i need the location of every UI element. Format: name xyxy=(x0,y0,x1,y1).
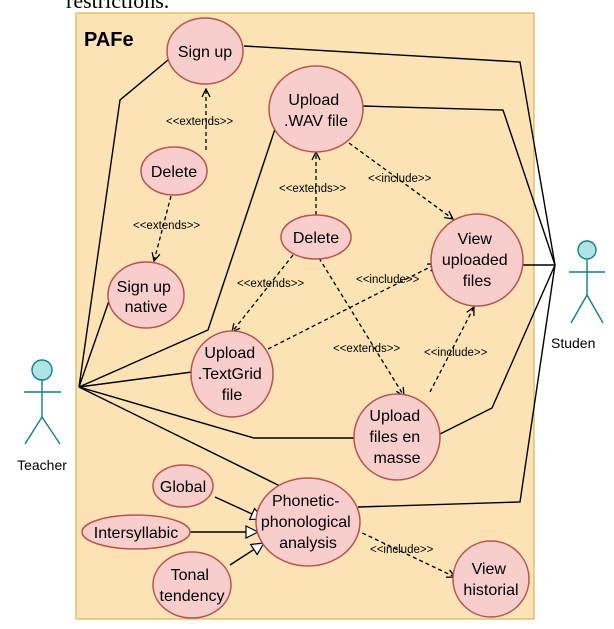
use-case-view-historial[interactable]: View historial xyxy=(452,540,530,618)
dep-upload-masse-to-view-uploaded xyxy=(429,307,474,393)
use-case-intersyllabic[interactable]: Intersyllabic xyxy=(81,514,191,550)
generalization-arrows xyxy=(190,496,264,566)
use-case-global[interactable]: Global xyxy=(152,464,214,508)
use-case-phonetic[interactable]: Phonetic- phonological analysis xyxy=(255,477,361,567)
use-case-upload-textgrid-label: Upload .TextGrid file xyxy=(198,345,266,404)
assoc-teacher-sign-up-native xyxy=(78,297,111,388)
use-cases[interactable]: Sign up Delete Sign up native Upload .WA… xyxy=(81,17,530,619)
actor-teacher-label: Teacher xyxy=(17,457,67,473)
use-case-sign-up-native[interactable]: Sign up native xyxy=(107,261,185,329)
use-case-tonal[interactable]: Tonal tendency xyxy=(152,551,232,619)
use-case-upload-wav[interactable]: Upload .WAV file xyxy=(268,65,364,153)
use-case-tonal-label: Tonal tendency xyxy=(160,567,225,605)
use-case-delete-user-label: Delete xyxy=(151,164,197,181)
use-case-sign-up-label: Sign up xyxy=(178,44,232,61)
label-extends-sign-up: <<extends>> xyxy=(166,116,233,128)
dep-delete-file-to-upload-masse xyxy=(318,257,404,396)
use-case-view-uploaded[interactable]: View uploaded files xyxy=(430,213,524,307)
use-case-global-label: Global xyxy=(160,479,206,496)
assoc-teacher-upload-textgrid xyxy=(78,371,193,388)
actor-student[interactable]: Studen xyxy=(551,240,605,351)
assoc-student-upload-wav xyxy=(361,105,556,266)
dep-phonetic-to-view-historial xyxy=(355,529,455,577)
use-case-sign-up[interactable]: Sign up xyxy=(166,17,244,85)
use-case-delete-file-label: Delete xyxy=(293,230,339,247)
assoc-student-upload-masse xyxy=(439,264,556,435)
label-include-view-uploaded-2: <<include>> xyxy=(356,274,420,286)
use-case-upload-textgrid[interactable]: Upload .TextGrid file xyxy=(190,330,274,418)
dep-delete-file-to-upload-textgrid xyxy=(232,254,294,332)
use-case-intersyllabic-label: Intersyllabic xyxy=(94,525,178,542)
actor-student-label: Studen xyxy=(551,335,595,351)
label-include-view-uploaded-1: <<include>> xyxy=(368,173,432,185)
actor-teacher[interactable]: Teacher xyxy=(17,359,67,473)
use-case-phonetic-label: Phonetic- phonological analysis xyxy=(261,493,355,552)
use-case-upload-wav-label: Upload .WAV file xyxy=(284,92,348,130)
label-include-view-uploaded-3: <<include>> xyxy=(424,347,488,359)
use-case-sign-up-native-label: Sign up native xyxy=(117,279,176,316)
association-lines xyxy=(78,45,556,508)
dep-upload-textgrid-to-view-uploaded xyxy=(267,264,436,350)
label-extends-upload-masse: <<extends>> xyxy=(333,343,400,355)
use-case-upload-masse[interactable]: Upload files en masse xyxy=(353,393,441,481)
assoc-teacher-upload-masse xyxy=(78,386,355,439)
dependency-arrows xyxy=(154,89,474,577)
use-case-upload-masse-label: Upload files en masse xyxy=(369,408,424,467)
assoc-student-sign-up xyxy=(243,45,556,266)
use-case-view-uploaded-label: View uploaded files xyxy=(442,231,512,290)
label-extends-sign-up-native: <<extends>> xyxy=(133,220,200,232)
assoc-teacher-sign-up xyxy=(78,59,169,388)
actor-student-icon xyxy=(569,240,605,324)
top-text-fragment: restrictions. xyxy=(66,0,170,13)
use-case-delete-user[interactable]: Delete xyxy=(140,146,208,196)
generalization-global xyxy=(214,496,263,519)
label-extends-upload-textgrid: <<extends>> xyxy=(237,278,304,290)
label-extends-upload-wav: <<extends>> xyxy=(279,183,346,195)
actor-teacher-icon xyxy=(24,359,61,445)
assoc-student-phonetic xyxy=(357,264,556,508)
use-case-view-historial-label: View historial xyxy=(463,561,518,599)
assoc-teacher-upload-wav xyxy=(78,119,279,388)
use-case-delete-file[interactable]: Delete xyxy=(280,214,352,260)
dep-upload-wav-to-view-uploaded xyxy=(348,142,453,219)
system-title: PAFe xyxy=(84,29,134,51)
relation-labels: <<extends>> <<extends>> <<extends>> <<in… xyxy=(133,116,488,556)
assoc-teacher-phonetic xyxy=(78,386,283,488)
generalization-tonal xyxy=(229,543,264,566)
label-include-view-historial: <<include>> xyxy=(370,544,434,556)
